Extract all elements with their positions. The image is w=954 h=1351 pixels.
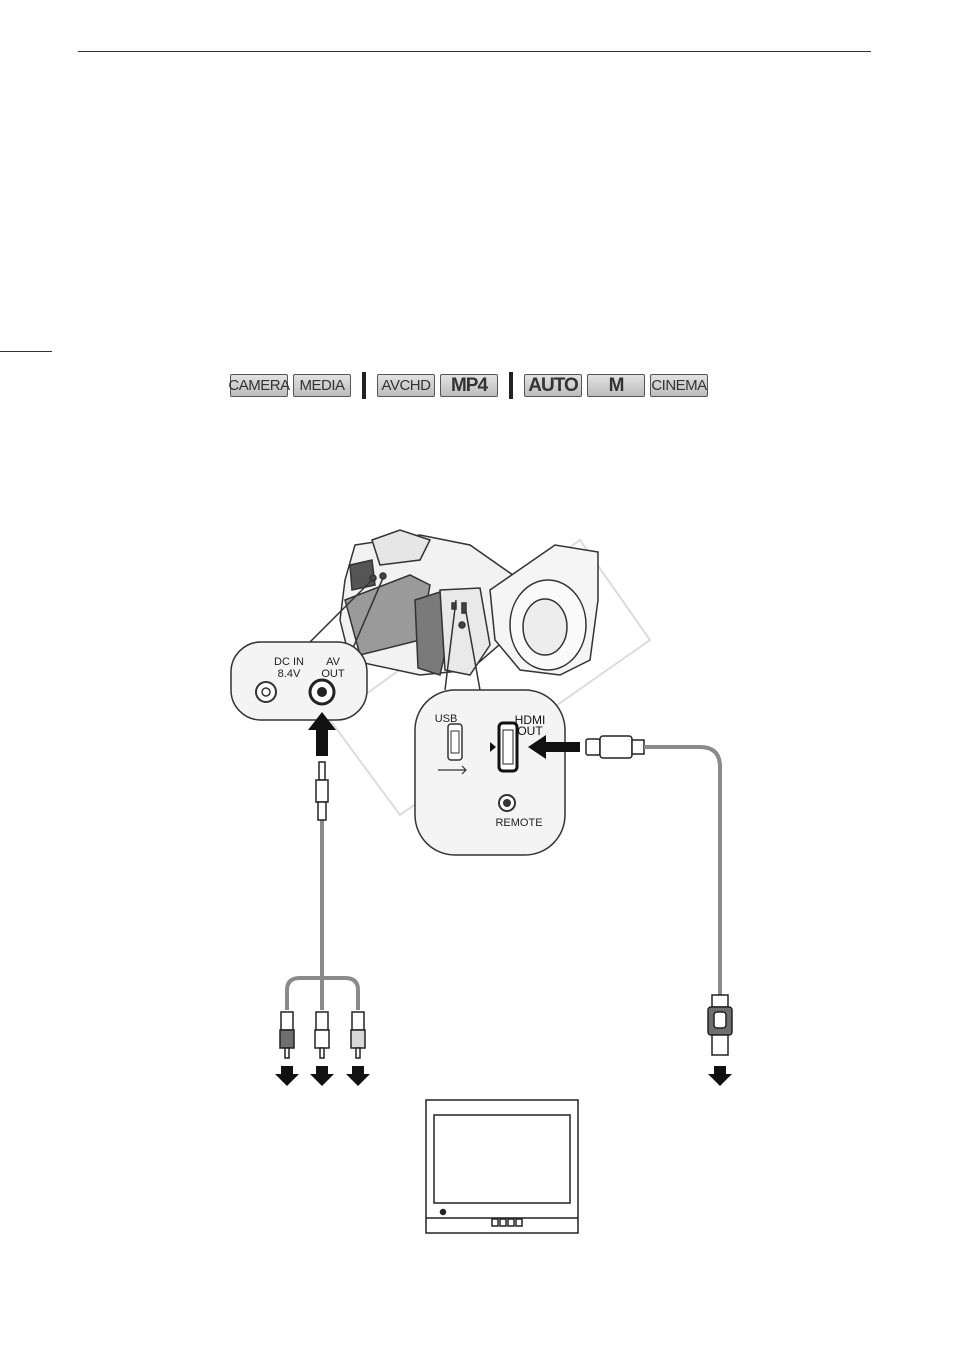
hdmi-plug-standard <box>708 995 732 1055</box>
remote-label: REMOTE <box>495 817 542 829</box>
av-out-label-2: OUT <box>321 668 345 680</box>
down-arrow-icon <box>275 1066 370 1086</box>
hdmi-out-label-2: OUT <box>517 724 543 738</box>
camcorder-illustration <box>340 530 598 675</box>
tv-illustration <box>426 1100 578 1233</box>
av-out-label-1: AV <box>326 656 341 668</box>
down-arrow-icon <box>708 1066 732 1086</box>
usb-label: USB <box>435 713 458 725</box>
hdmi-cable <box>644 747 720 995</box>
rca-plugs <box>280 1012 365 1058</box>
dc-in-label: DC IN <box>274 656 304 668</box>
dc-in-voltage-label: 8.4V <box>278 668 301 680</box>
av-plug <box>316 762 328 820</box>
av-cable <box>287 820 358 1010</box>
hdmi-plug-mini <box>586 736 644 758</box>
